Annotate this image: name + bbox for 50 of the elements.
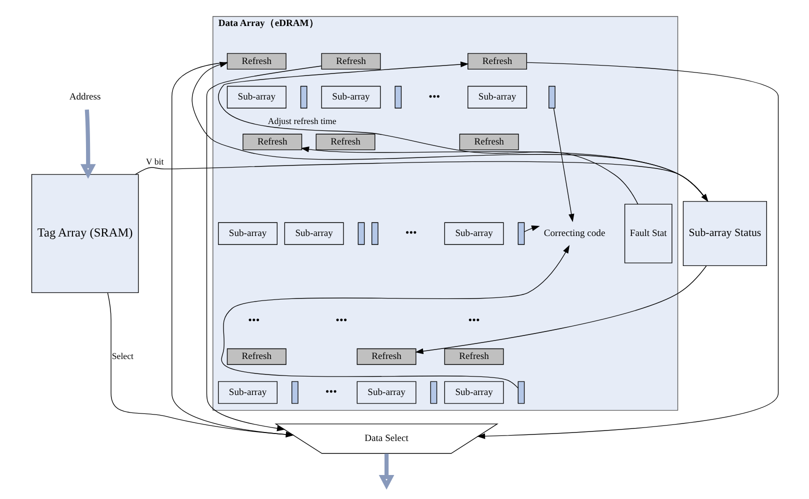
node-box: Sub-array <box>356 381 416 404</box>
node-text: Correcting code <box>543 228 605 240</box>
node-bar <box>371 222 378 245</box>
node-box: Sub-array <box>284 222 344 245</box>
label: ••• <box>248 314 260 326</box>
edge-label: V bit <box>145 156 164 166</box>
node-box: Refresh <box>467 53 527 70</box>
label: ••• <box>428 90 440 103</box>
node-box: Sub-array <box>320 86 380 108</box>
node-box: Refresh <box>444 348 504 365</box>
arrow <box>206 66 322 432</box>
node-bar <box>517 381 524 404</box>
node-box: Refresh <box>226 348 286 365</box>
node-box: Refresh <box>315 134 375 150</box>
node-box: Refresh <box>242 134 302 150</box>
arrow <box>524 226 540 232</box>
node-box: Sub-array <box>467 86 527 108</box>
node-bar <box>300 86 307 108</box>
label: ••• <box>324 386 336 398</box>
node-box: Sub-array <box>218 381 277 404</box>
node-bar <box>517 222 524 245</box>
arrow <box>414 266 706 354</box>
arrow <box>220 245 570 388</box>
edge-label: Select <box>111 350 133 361</box>
node-bar <box>430 381 437 404</box>
node-box: Fault Stat <box>624 204 672 264</box>
arrow <box>106 292 294 438</box>
node-text: Address <box>68 92 100 103</box>
node-box: Sub-array Status <box>682 201 766 266</box>
node-box: Refresh <box>320 53 380 70</box>
label: ••• <box>468 314 480 326</box>
node-bar <box>394 86 402 108</box>
label: ••• <box>335 314 347 326</box>
node-box: Refresh <box>458 134 518 150</box>
edge-label: Adjust refresh time <box>267 116 336 126</box>
arrow <box>476 62 778 440</box>
arrow <box>378 454 394 490</box>
node-box: Sub-array <box>226 86 286 108</box>
node-box: Tag Array (SRAM) <box>30 174 138 294</box>
node-box: Sub-array <box>444 222 504 245</box>
label: ••• <box>404 227 416 240</box>
node-bar <box>357 222 364 245</box>
arrow <box>552 108 574 222</box>
arrow <box>80 110 96 179</box>
node-box: Refresh <box>356 348 416 365</box>
node-bar <box>291 381 298 404</box>
node-box: Sub-array <box>444 381 504 404</box>
node-box: Refresh <box>226 53 286 70</box>
node-box: Sub-array <box>218 222 277 245</box>
node-bar <box>548 86 555 108</box>
